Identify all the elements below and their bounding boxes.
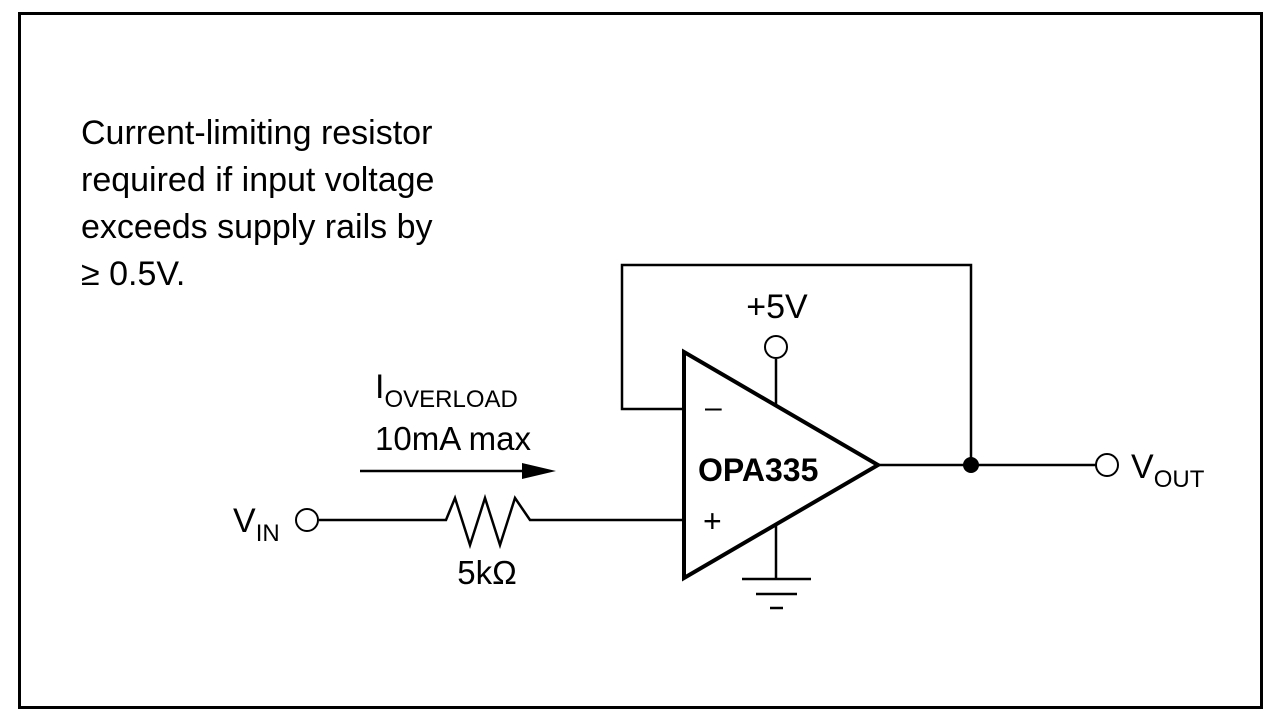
resistor-label: 5kΩ: [457, 554, 517, 591]
note-line: ≥ 0.5V.: [81, 255, 186, 293]
ground-icon: [742, 577, 811, 610]
output-terminal: [1095, 453, 1119, 477]
opamp-triangle: [682, 348, 882, 582]
input-terminal: [295, 508, 319, 532]
feedback-wire: [620, 263, 973, 465]
supply-label: +5V: [746, 288, 808, 326]
noninverting-input-sign: +: [703, 503, 722, 539]
figure-frame: [18, 12, 1263, 709]
arrow-head-icon: [522, 463, 556, 479]
output-label: VOUT: [1131, 448, 1205, 493]
note-line: exceeds supply rails by: [81, 208, 433, 246]
note-text: Current-limiting resistor required if in…: [81, 110, 501, 298]
note-line: Current-limiting resistor: [81, 114, 433, 152]
current-label: IOVERLOAD: [375, 368, 518, 413]
output-junction-dot: [963, 457, 979, 473]
input-resistor-wire: [319, 493, 684, 550]
supply-terminal: [764, 335, 788, 359]
current-limit-label: 10mA max: [375, 420, 531, 457]
note-line: required if input voltage: [81, 161, 435, 199]
inverting-input-sign: –: [705, 391, 722, 424]
opamp-label: OPA335: [698, 452, 818, 488]
input-label: VIN: [233, 502, 280, 547]
